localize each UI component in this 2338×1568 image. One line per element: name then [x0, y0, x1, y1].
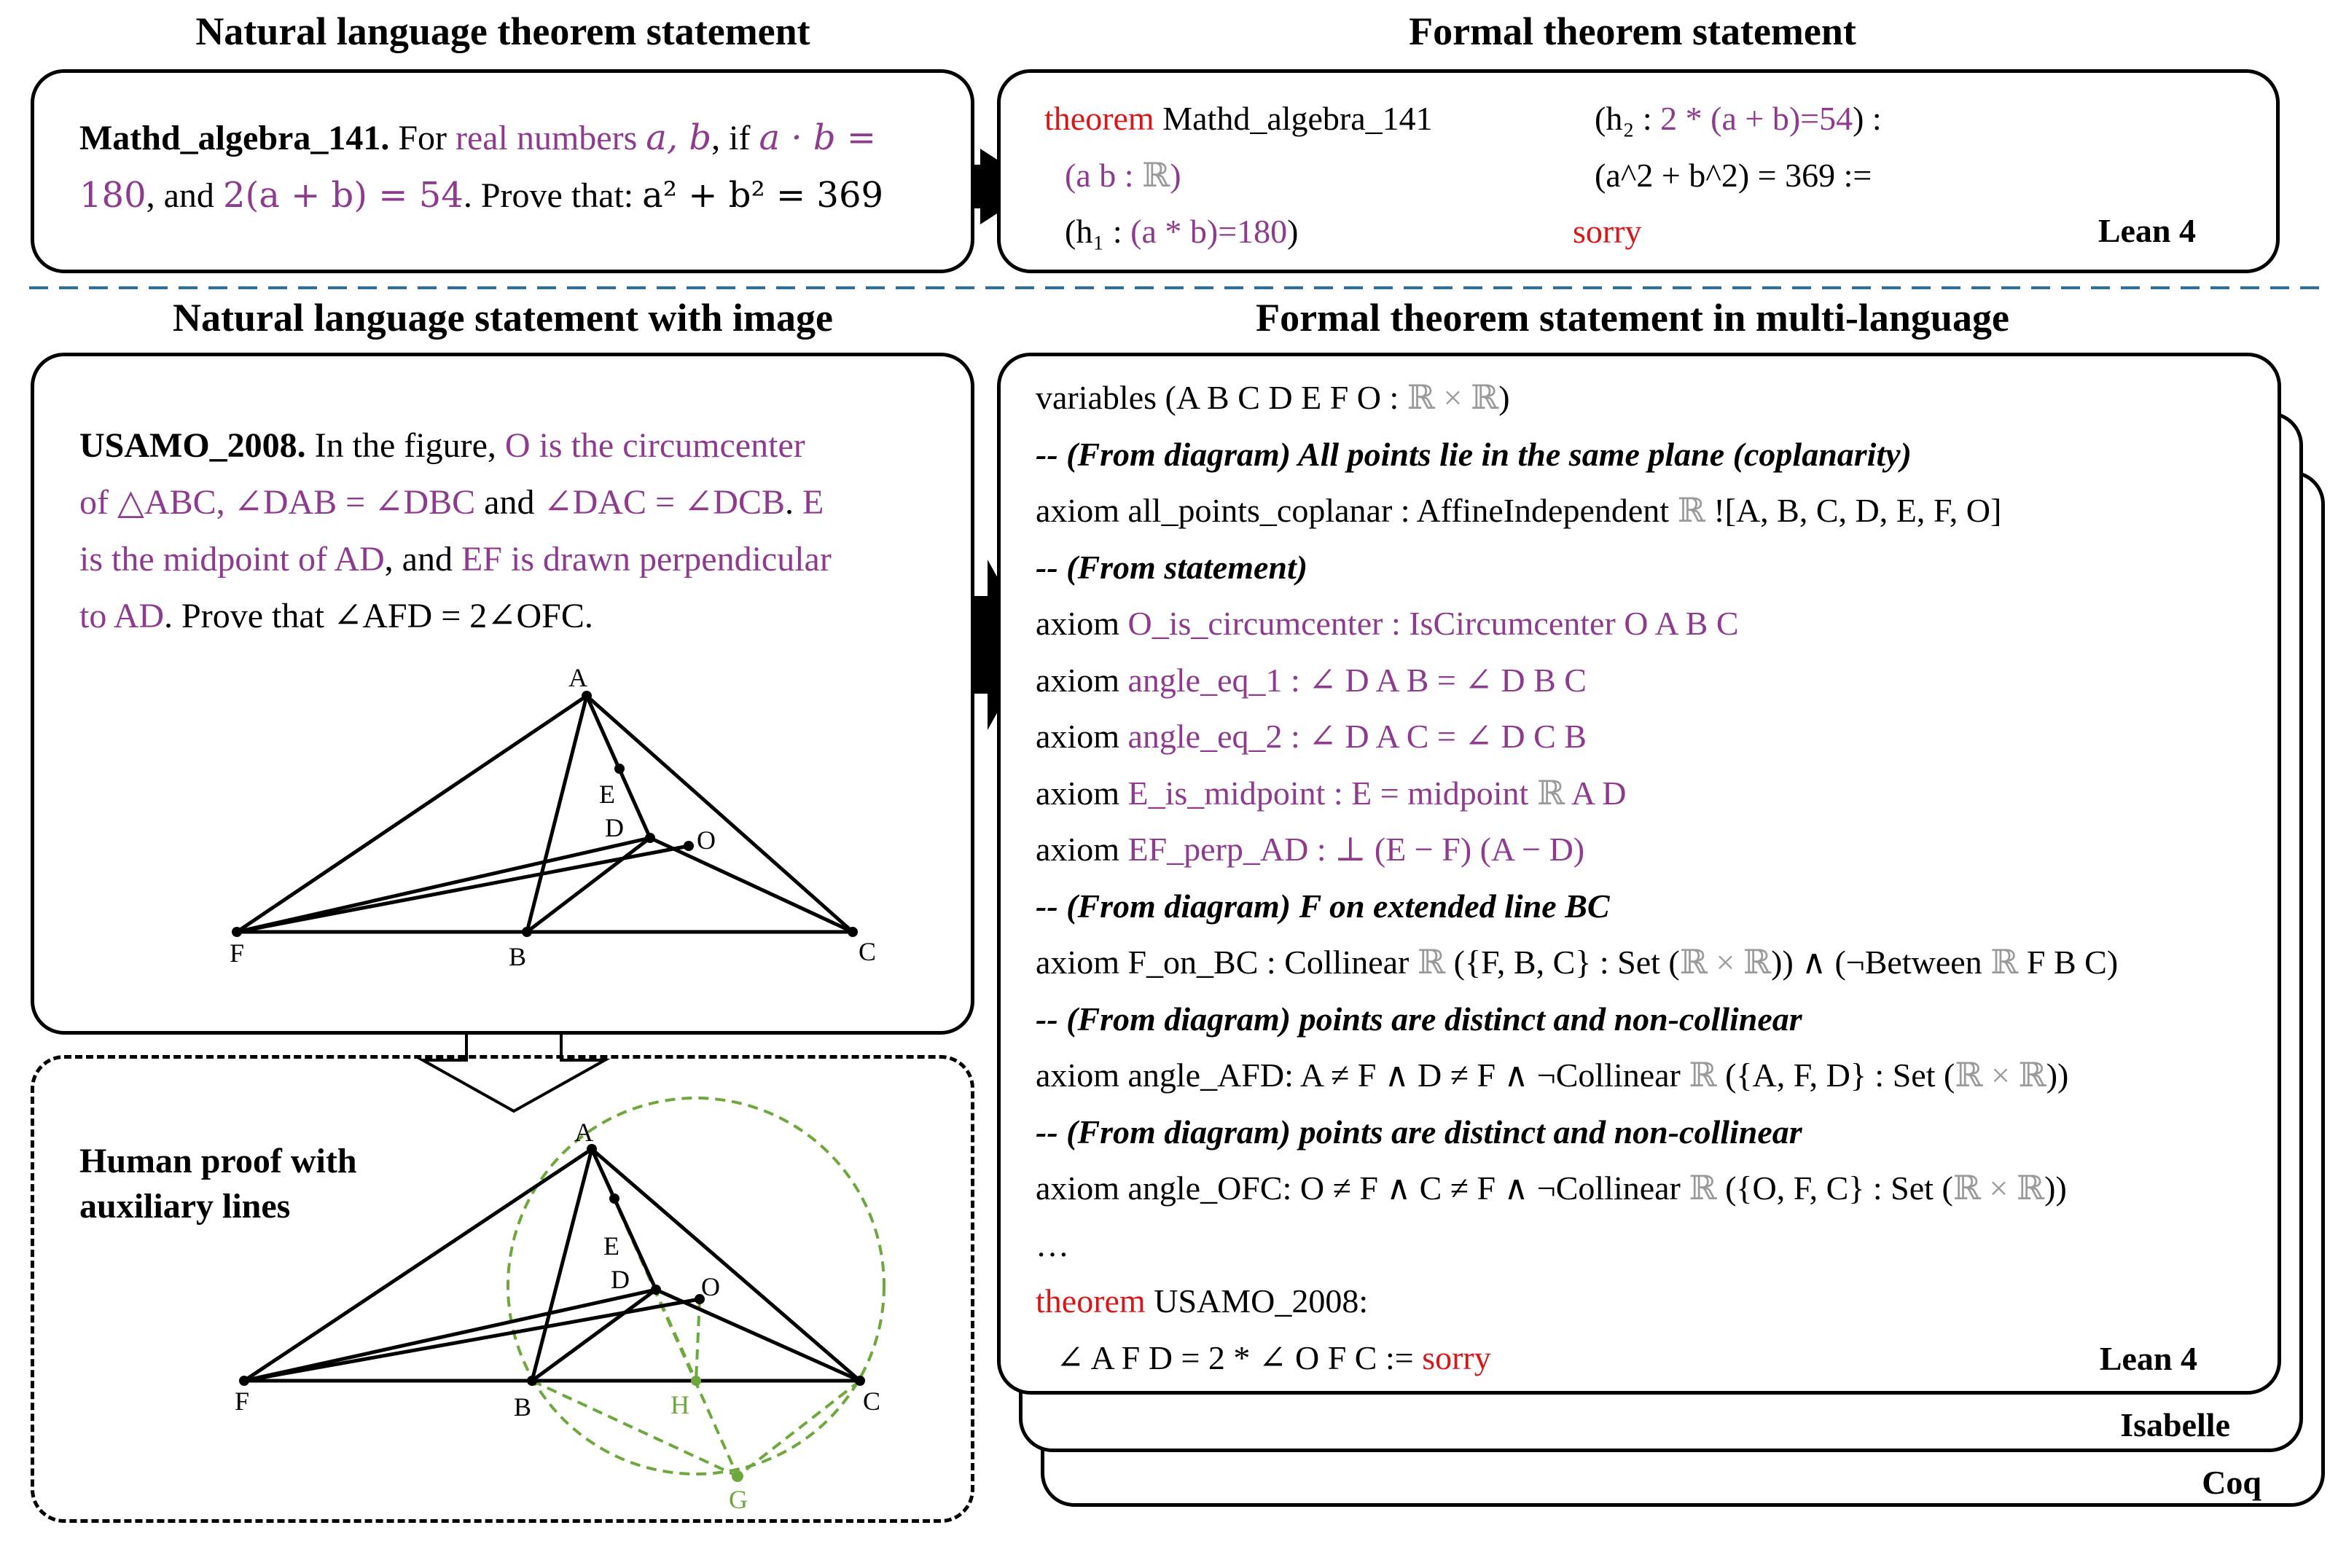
lang-tag-lean4-top: Lean 4 [2097, 212, 2196, 249]
lean-card: variables (A B C D E F O : ℝ × ℝ) -- (Fr… [997, 353, 2281, 1395]
human-proof-box: Human proof with auxiliary lines [31, 1055, 974, 1523]
human-proof-label: Human proof with auxiliary lines [79, 1142, 357, 1226]
header-nl-with-image: Natural language statement with image [173, 296, 833, 340]
lang-tag-isabelle: Isabelle [2120, 1406, 2230, 1443]
lang-tag-coq: Coq [2202, 1464, 2261, 1501]
algebra-nl-box: Mathd_algebra_141. For real numbers a, b… [31, 69, 974, 273]
algebra-formal-left: theorem Mathd_algebra_141 (a b : ℝ) (h₁ … [1044, 100, 1433, 250]
lang-tag-lean4: Lean 4 [2099, 1340, 2197, 1377]
problem-name: Mathd_algebra_141. [79, 119, 390, 157]
header-formal-multi: Formal theorem statement in multi-langua… [1256, 296, 2009, 340]
algebra-nl-text: Mathd_algebra_141. For real numbers a, b… [79, 117, 884, 216]
multi-formal-code: variables (A B C D E F O : ℝ × ℝ) -- (Fr… [1036, 379, 2119, 1376]
algebra-formal-right: (h₂ : 2 * (a + b)=54) : (a^2 + b^2) = 36… [1573, 100, 1882, 250]
usamo-nl-text: USAMO_2008. In the figure, O is the circ… [79, 426, 832, 635]
header-formal-statement: Formal theorem statement [1409, 9, 1856, 53]
header-nl-statement: Natural language theorem statement [195, 9, 810, 53]
usamo-name: USAMO_2008. [79, 426, 306, 465]
usamo-nl-box: USAMO_2008. In the figure, O is the circ… [31, 353, 974, 1035]
algebra-formal-box: theorem Mathd_algebra_141 (a b : ℝ) (h₁ … [997, 69, 2280, 273]
